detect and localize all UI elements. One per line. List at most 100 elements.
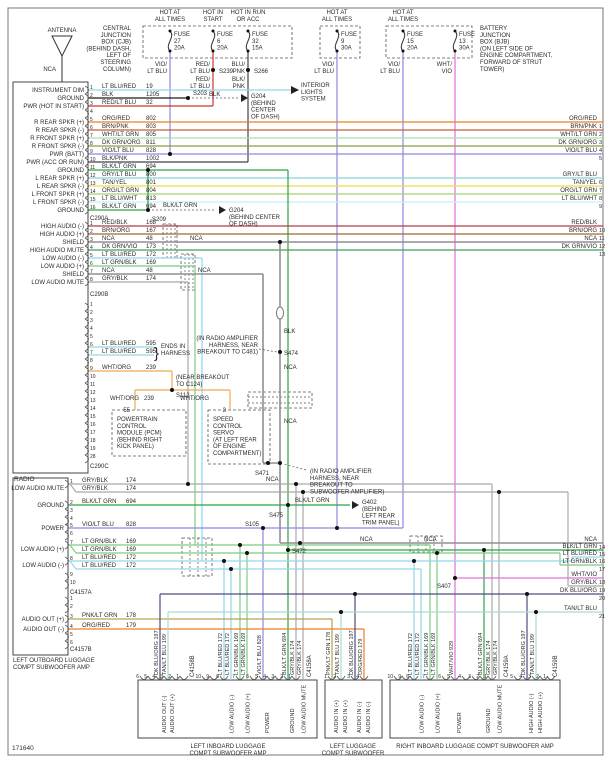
circuit-number: 174 bbox=[126, 478, 137, 484]
pin-stub bbox=[274, 675, 284, 680]
pin-label: LOW AUDIO MUTE bbox=[31, 280, 84, 286]
wire-name: LT BLU/RED 172 bbox=[218, 633, 224, 675]
left-subwoofer-box bbox=[324, 679, 383, 739]
wire-name: LT GRN/BLK 169 bbox=[431, 633, 437, 675]
pin-label: LOW AUDIO (-) bbox=[230, 695, 236, 733]
wire-name: PNK/LT GRN bbox=[82, 613, 117, 619]
pin-label: HIGH AUDIO (+) bbox=[39, 232, 84, 238]
pin-stub bbox=[171, 675, 181, 680]
pin-number: 2 bbox=[90, 310, 93, 316]
splice-label: S203 bbox=[193, 91, 208, 97]
pin-stub bbox=[84, 454, 89, 464]
pin-number: 6 bbox=[70, 531, 73, 537]
pin-number: 6 bbox=[246, 674, 249, 680]
arrow-icon bbox=[291, 86, 299, 94]
ground-icon-g204b bbox=[219, 206, 226, 214]
pin-stub bbox=[84, 173, 89, 183]
pin-number: 5 bbox=[90, 117, 93, 123]
pin-number: 2 bbox=[476, 674, 479, 680]
pin-number: 12 bbox=[90, 390, 96, 396]
pin-number: 15 bbox=[90, 197, 96, 203]
pin-stub bbox=[84, 438, 89, 448]
circuit-number: 694 bbox=[126, 499, 137, 505]
right-inboard-amp-label: RIGHT INBOARD LUGGAGE COMPT SUBWOOFER AM… bbox=[396, 744, 553, 750]
edge-wire-name: ORG/LT GRN bbox=[560, 188, 597, 194]
pin-label: AUDIO IN (-) bbox=[366, 701, 372, 733]
pin-label: LOW AUDIO (+) bbox=[436, 693, 442, 733]
pin-label: R FRONT SPKR (+) bbox=[30, 136, 84, 142]
wire-name: DK GRN/ORG bbox=[102, 140, 141, 146]
pin-number: 1 bbox=[70, 479, 73, 485]
wire-low-audio-neg bbox=[88, 257, 203, 561]
edge-pin-number: 1 bbox=[599, 124, 602, 130]
wire-name: LT BLU/RED bbox=[102, 252, 137, 258]
pin-stub bbox=[336, 675, 346, 680]
wire-name: TAN/LT BLU 199 bbox=[530, 634, 536, 675]
pin-number: 8 bbox=[70, 556, 73, 562]
pin-stub bbox=[513, 675, 523, 680]
pin-stub bbox=[479, 675, 489, 680]
wire-name: NCA bbox=[102, 268, 115, 274]
pin-label: LOW AUDIO (+) bbox=[21, 547, 64, 553]
edge-wire-name: BLK/LT GRN bbox=[563, 544, 597, 550]
circuit-number: 169 bbox=[146, 260, 157, 266]
pin-number: 3 bbox=[160, 674, 163, 680]
pin-stub bbox=[155, 675, 165, 680]
connector-label-C290B: C290B bbox=[90, 292, 108, 298]
wire-name: GRY/BLK bbox=[82, 478, 108, 484]
pin-number: 2 bbox=[168, 674, 171, 680]
pin-number: 10 bbox=[90, 157, 96, 163]
pin-number: 5 bbox=[510, 674, 513, 680]
wire-name: LT BLU/WHT bbox=[102, 196, 137, 202]
wire-fork bbox=[69, 483, 77, 493]
pin-stub bbox=[64, 614, 69, 624]
pin-stub bbox=[84, 390, 89, 400]
wire-name: GRY/BLK 174 bbox=[486, 641, 492, 675]
wire-name: RED/LT BLU bbox=[190, 77, 210, 90]
wire-name: BRN/ORG bbox=[102, 228, 130, 234]
edge-wire-name: LT BLU/WHT bbox=[562, 196, 597, 202]
connector-label-C290A: C290A bbox=[90, 216, 108, 222]
edge-pin-number: 20 bbox=[599, 596, 605, 602]
wire-name: DK BLU/ORG 197 bbox=[349, 630, 355, 675]
circuit-number: 811 bbox=[146, 140, 156, 146]
wire-fork bbox=[69, 560, 77, 570]
edge-pin-number: 12 bbox=[599, 244, 605, 250]
pin-number: 1 bbox=[288, 674, 291, 680]
wire-name: TAN/YEL bbox=[102, 180, 127, 186]
pin-label: L REAR SPKR (-) bbox=[37, 184, 84, 190]
edge-wire-name: DK GRN/VIO bbox=[562, 244, 598, 250]
pin-number: 1 bbox=[324, 674, 327, 680]
pin-number: 3 bbox=[70, 614, 73, 620]
edge-pin-number: 13 bbox=[599, 252, 605, 258]
circuit-number: 32 bbox=[146, 100, 153, 106]
wire-name: BLK/LT GRN 694 bbox=[478, 633, 484, 675]
radio-box bbox=[12, 81, 89, 474]
wire-name: DK BLU/ORG 197 bbox=[154, 630, 160, 675]
pin-number: 55 bbox=[123, 408, 130, 414]
pin-label: POWER bbox=[265, 712, 271, 733]
circuit-number: 803 bbox=[146, 124, 157, 130]
wire-name: TAN/LT BLU 199 bbox=[162, 634, 168, 675]
edge-pin-number: 6 bbox=[599, 180, 602, 186]
wire-name: BLK/PNK bbox=[102, 156, 127, 162]
pin-stub bbox=[84, 221, 89, 231]
pin-number: 2 bbox=[333, 674, 336, 680]
circuit-number: 804 bbox=[146, 188, 157, 194]
pin-stub bbox=[84, 334, 89, 344]
wire-low-audio-pos bbox=[88, 265, 196, 545]
wire-name: RED/LT BLU bbox=[190, 62, 210, 75]
pin-stub bbox=[163, 675, 173, 680]
pin-number: 4 bbox=[70, 624, 73, 630]
wire-name: GRY/BLK bbox=[102, 276, 128, 282]
wire-name: WHT/LT GRN bbox=[102, 132, 139, 138]
pin-number: 5 bbox=[90, 334, 93, 340]
circuit-number: 167 bbox=[146, 228, 157, 234]
pin-stub bbox=[84, 261, 89, 271]
